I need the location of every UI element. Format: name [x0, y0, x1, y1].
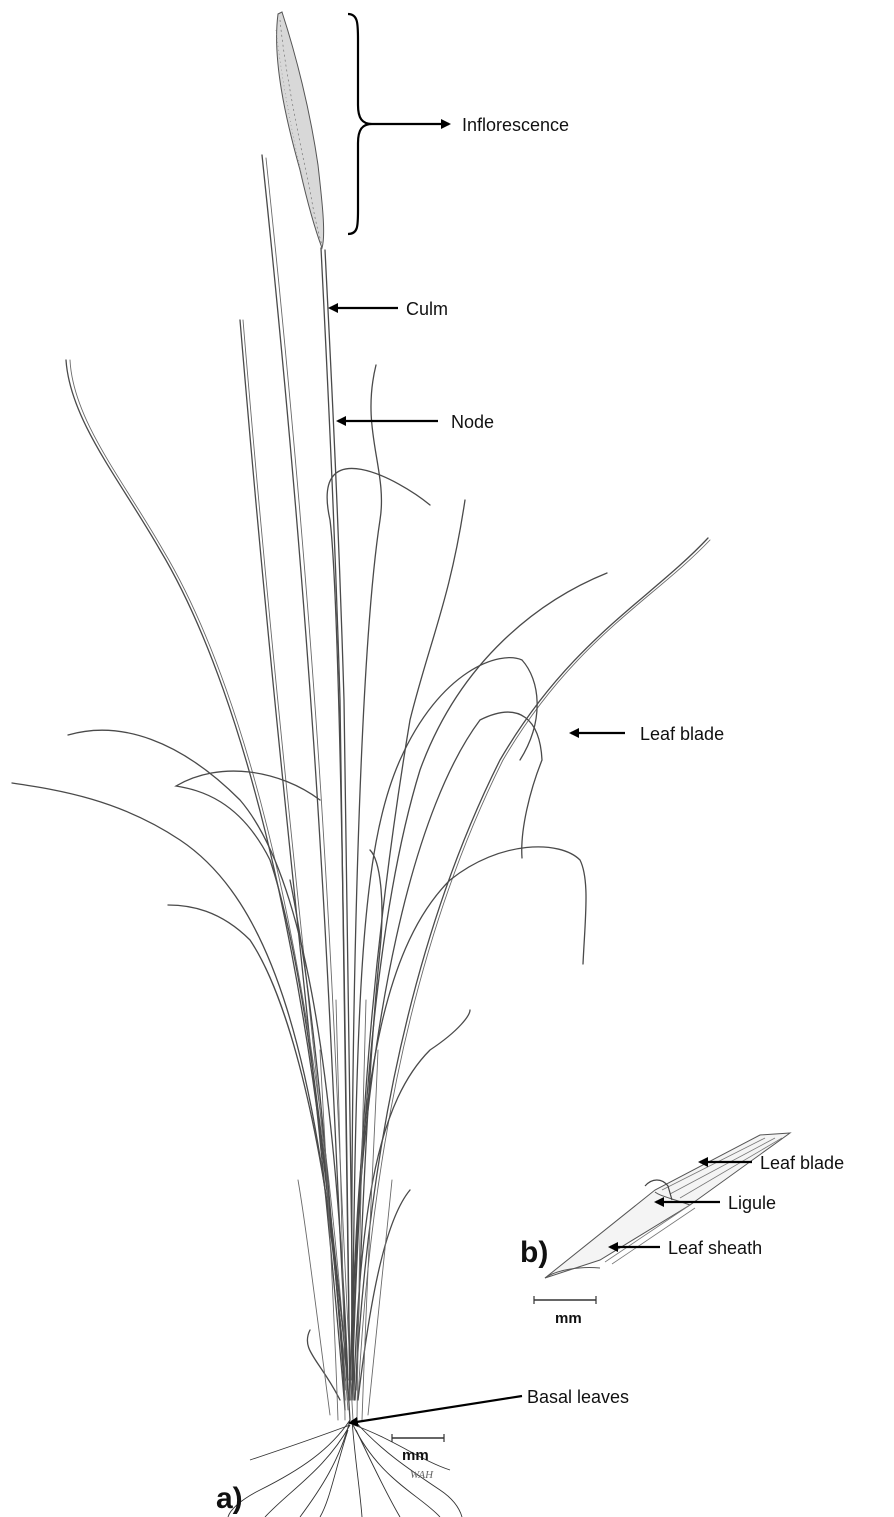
label-leaf-blade: Leaf blade: [640, 724, 724, 744]
label-inflorescence: Inflorescence: [462, 115, 569, 135]
artist-signature: WAH: [410, 1469, 434, 1481]
inflorescence-brace: [348, 14, 372, 234]
label-leaf-blade-detail: Leaf blade: [760, 1153, 844, 1173]
scale-unit-main: mm: [402, 1447, 429, 1464]
scale-unit-detail: mm: [555, 1310, 582, 1327]
label-basal-leaves: Basal leaves: [527, 1387, 629, 1407]
panel-label-b: b): [520, 1236, 548, 1269]
panel-label-a: a): [216, 1482, 243, 1515]
label-node: Node: [451, 412, 494, 432]
annotation-arrows: [330, 14, 752, 1423]
label-leaf-sheath: Leaf sheath: [668, 1238, 762, 1258]
label-culm: Culm: [406, 299, 448, 319]
label-ligule: Ligule: [728, 1193, 776, 1213]
inflorescence-spike: [276, 12, 324, 248]
basal-leaves-arrow: [350, 1396, 522, 1423]
